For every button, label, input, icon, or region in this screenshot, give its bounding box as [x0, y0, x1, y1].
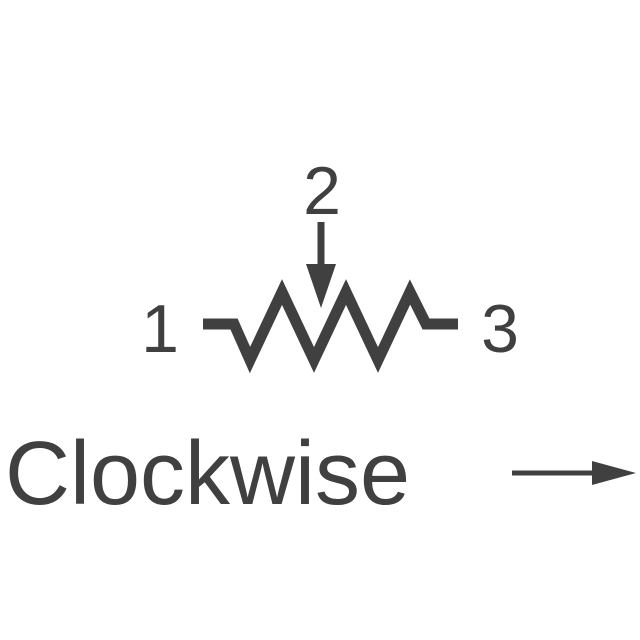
pin-2-label: 2 [303, 153, 341, 229]
resistor-zigzag [203, 279, 458, 374]
clockwise-label: Clockwise [5, 424, 410, 524]
pin-1-label: 1 [141, 291, 179, 367]
wiper-arrowhead [306, 264, 336, 308]
pin-3-label: 3 [481, 291, 519, 367]
arrow-right-icon [512, 461, 636, 485]
